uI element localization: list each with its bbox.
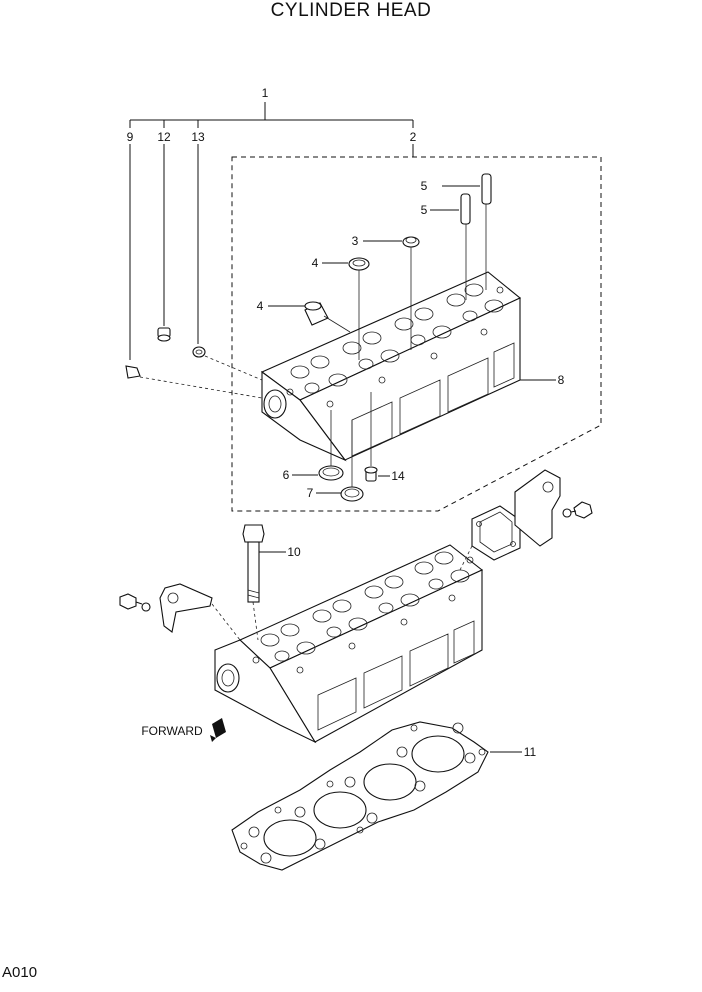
- head-gasket-11: [231, 721, 522, 871]
- valve-seal-3: [363, 236, 420, 350]
- upper-cylinder-head: [260, 271, 522, 462]
- callout-6: 6: [283, 468, 290, 482]
- callout-3: 3: [352, 234, 359, 248]
- nozzle-seal-14: [364, 392, 390, 482]
- dowel-pin-5-lower: [430, 193, 471, 300]
- engine-hanger-right: [459, 469, 593, 571]
- valve-seat-6: [292, 410, 344, 481]
- valve-seat-4-upper: [322, 257, 370, 360]
- plug-12: [157, 327, 171, 342]
- callout-10: 10: [287, 545, 301, 559]
- diagram-title: CYLINDER HEAD: [270, 0, 432, 21]
- subassembly-boundary: [231, 156, 602, 512]
- callout-tree: [129, 102, 414, 360]
- head-bolt-10: [242, 524, 286, 641]
- callout-1: 1: [262, 86, 269, 100]
- gasket-ring-13: [192, 346, 263, 381]
- engine-hanger-left: [119, 583, 241, 641]
- page-reference: A010: [2, 964, 38, 981]
- callout-4b: 4: [257, 299, 264, 313]
- callout-5a: 5: [421, 179, 428, 193]
- callout-2: 2: [410, 130, 417, 144]
- dowel-pin-5-upper: [442, 173, 492, 290]
- callout-11: 11: [524, 745, 537, 759]
- valve-guide-4-lower: [268, 301, 351, 333]
- callout-9: 9: [127, 130, 134, 144]
- valve-seat-7: [316, 420, 364, 502]
- callout-14: 14: [391, 469, 405, 483]
- callout-12: 12: [157, 130, 171, 144]
- callout-7: 7: [307, 486, 314, 500]
- callout-8: 8: [558, 373, 565, 387]
- lower-cylinder-head: [214, 544, 484, 744]
- callout-5b: 5: [421, 203, 428, 217]
- plug-9: [125, 365, 263, 399]
- forward-arrow-icon: [210, 718, 226, 742]
- forward-label: FORWARD: [141, 724, 203, 738]
- callout-4a: 4: [312, 256, 319, 270]
- callout-13: 13: [191, 130, 205, 144]
